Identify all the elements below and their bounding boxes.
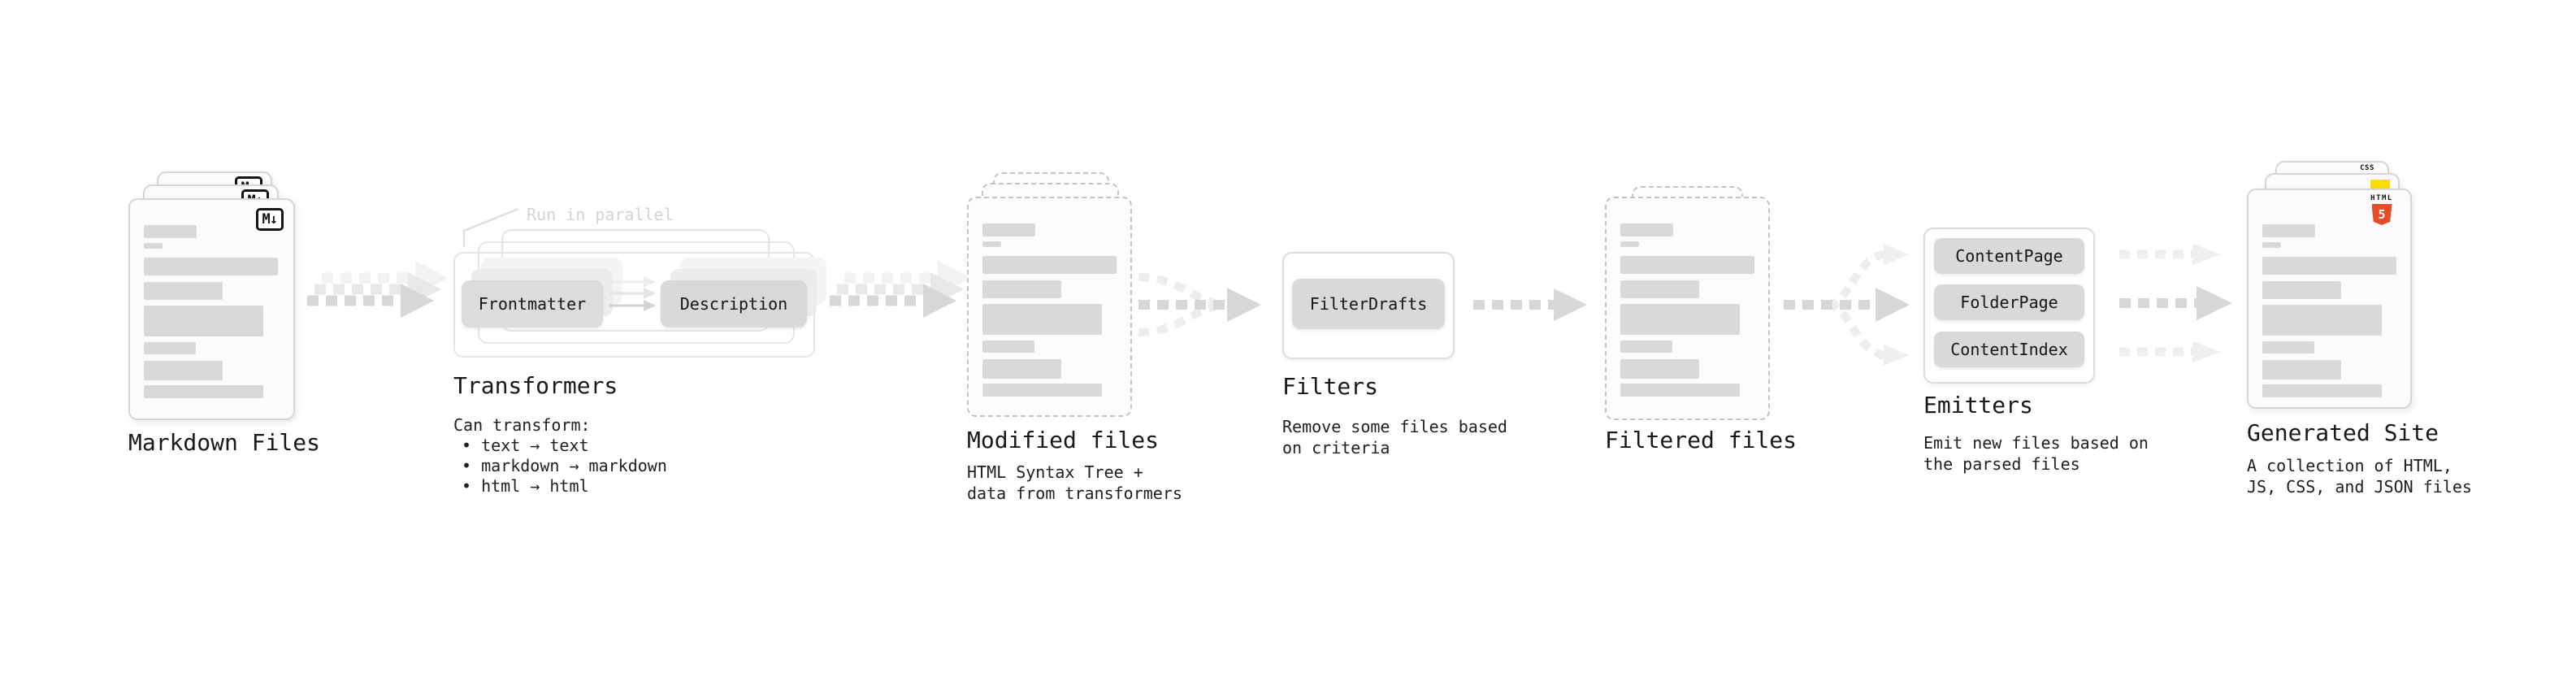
placeholder-bar	[982, 359, 1061, 379]
placeholder-bar	[2262, 224, 2315, 237]
transformers-caption-title: Can transform:	[453, 415, 591, 435]
placeholder-bar	[144, 306, 263, 336]
bullet-item: • html → html	[462, 476, 589, 496]
html5-icon: HTML 5	[2363, 194, 2400, 225]
stage-label-generated-site: Generated Site	[2247, 419, 2439, 446]
emitters-caption: Emit new files based on the parsed files	[1923, 432, 2149, 475]
flow-arrow-icon	[307, 261, 449, 318]
placeholder-bar	[1620, 384, 1740, 397]
html5-icon-word: HTML	[2370, 194, 2393, 202]
emitter-box-content-index: ContentIndex	[1934, 332, 2084, 367]
emitter-box-content-page: ContentPage	[1934, 238, 2084, 274]
flow-arrow-icon	[1473, 288, 1587, 321]
placeholder-bar	[1620, 223, 1673, 236]
placeholder-bar	[982, 304, 1102, 335]
placeholder-bar	[144, 385, 263, 398]
placeholder-bar	[144, 258, 278, 275]
document-placeholder-lines	[982, 223, 1117, 397]
placeholder-bar	[1620, 241, 1639, 247]
placeholder-bar	[1620, 280, 1699, 298]
caption-line: on criteria	[1282, 438, 1390, 458]
placeholder-bar	[1620, 256, 1754, 274]
transformers-bullet-list: • text → text • markdown → markdown • ht…	[462, 436, 667, 497]
placeholder-bar	[982, 384, 1102, 397]
placeholder-bar	[2262, 360, 2341, 380]
placeholder-bar	[2262, 242, 2281, 248]
generated-file-card-html: HTML 5	[2247, 189, 2412, 409]
stage-label-emitters: Emitters	[1923, 392, 2033, 419]
html5-icon-shield: 5	[2371, 204, 2392, 225]
placeholder-bar	[144, 225, 197, 238]
frontmatter-box: Frontmatter	[462, 280, 603, 327]
annotation-leader-line	[462, 207, 519, 247]
caption-line: HTML Syntax Tree +	[967, 462, 1143, 482]
modified-file-card	[967, 197, 1132, 417]
stage-label-transformers: Transformers	[453, 372, 618, 399]
markdown-file-card: M↓	[128, 198, 295, 420]
stage-label-filters: Filters	[1282, 373, 1379, 400]
placeholder-bar	[144, 342, 196, 354]
filter-drafts-box: FilterDrafts	[1292, 279, 1445, 329]
placeholder-bar	[982, 340, 1034, 353]
placeholder-bar	[982, 241, 1001, 247]
placeholder-bar	[1620, 359, 1699, 379]
split-arrow-icon	[1784, 244, 1910, 366]
css-icon-label: CSS	[2360, 164, 2374, 172]
caption-line: A collection of HTML,	[2247, 456, 2452, 475]
filtered-file-card	[1605, 197, 1770, 420]
generated-site-caption: A collection of HTML, JS, CSS, and JSON …	[2247, 455, 2472, 497]
document-placeholder-lines	[144, 225, 278, 398]
stage-label-markdown-files: Markdown Files	[128, 429, 321, 456]
js-icon	[2370, 180, 2390, 189]
bullet-item: • text → text	[462, 436, 589, 455]
placeholder-bar	[1620, 340, 1672, 353]
markdown-icon: M↓	[255, 208, 284, 231]
filters-caption: Remove some files based on criteria	[1282, 416, 1507, 458]
caption-line: JS, CSS, and JSON files	[2247, 477, 2472, 497]
flow-arrow-icon	[830, 261, 971, 318]
placeholder-bar	[2262, 384, 2382, 397]
merge-arrow-icon	[1138, 273, 1261, 336]
parallel-flow-arrows-icon	[2119, 244, 2232, 362]
placeholder-bar	[2262, 341, 2314, 354]
placeholder-bar	[2262, 281, 2341, 299]
placeholder-bar	[144, 243, 163, 249]
parallel-arrows-icon	[609, 276, 656, 311]
caption-line: Emit new files based on	[1923, 433, 2149, 453]
stage-label-filtered-files: Filtered files	[1605, 427, 1798, 453]
placeholder-bar	[144, 361, 223, 380]
description-box: Description	[661, 280, 807, 327]
caption-line: data from transformers	[967, 484, 1182, 503]
placeholder-bar	[144, 282, 223, 300]
document-placeholder-lines	[2262, 224, 2396, 397]
emitter-box-folder-page: FolderPage	[1934, 284, 2084, 320]
modified-files-caption: HTML Syntax Tree + data from transformer…	[967, 462, 1182, 504]
placeholder-bar	[1620, 304, 1740, 335]
bullet-item: • markdown → markdown	[462, 456, 667, 475]
html5-icon-number: 5	[2378, 207, 2386, 222]
placeholder-bar	[982, 256, 1117, 274]
run-in-parallel-annotation: Run in parallel	[527, 205, 674, 224]
caption-line: Remove some files based	[1282, 417, 1507, 436]
placeholder-bar	[982, 280, 1061, 298]
document-placeholder-lines	[1620, 223, 1754, 397]
placeholder-bar	[2262, 257, 2396, 275]
placeholder-bar	[982, 223, 1035, 236]
placeholder-bar	[2262, 305, 2382, 336]
caption-line: the parsed files	[1923, 454, 2080, 474]
stage-label-modified-files: Modified files	[967, 427, 1160, 453]
